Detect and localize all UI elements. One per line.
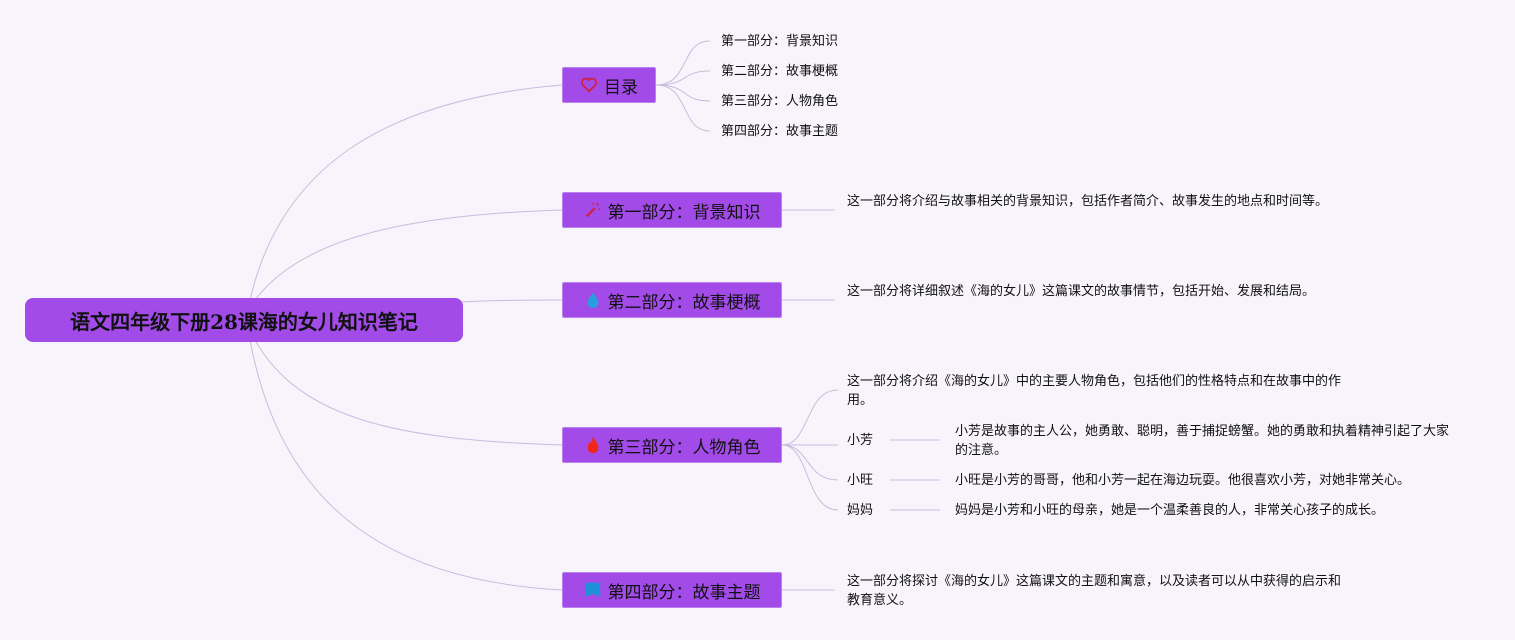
branch-part2[interactable]: 第二部分：故事梗概 bbox=[562, 282, 782, 318]
red-flame-icon bbox=[587, 436, 598, 454]
branch-label: 第三部分：人物角色 bbox=[607, 437, 761, 458]
branch-label: 第二部分：故事梗概 bbox=[607, 292, 761, 313]
part4-text: 这一部分将探讨《海的女儿》这篇课文的主题和寓意，以及读者可以从中获得的启示和教育… bbox=[847, 574, 1342, 608]
root-node[interactable]: 语文四年级下册28课海的女儿知识笔记 bbox=[25, 298, 463, 342]
part3-text: 这一部分将介绍《海的女儿》中的主要人物角色，包括他们的性格特点和在故事中的作用。 bbox=[847, 374, 1342, 408]
character-name[interactable]: 小旺 bbox=[847, 473, 874, 488]
magic-wand-icon bbox=[585, 202, 600, 218]
part1-text: 这一部分将介绍与故事相关的背景知识，包括作者简介、故事发生的地点和时间等。 bbox=[847, 194, 1329, 209]
heart-icon bbox=[580, 77, 598, 93]
branch-label: 目录 bbox=[604, 77, 638, 98]
branch-toc[interactable]: 目录 bbox=[562, 67, 656, 103]
character-desc: 妈妈是小芳和小旺的母亲，她是一个温柔善良的人，非常关心孩子的成长。 bbox=[955, 503, 1385, 518]
branch-part3[interactable]: 第三部分：人物角色 bbox=[562, 427, 782, 463]
toc-item[interactable]: 第四部分：故事主题 bbox=[721, 124, 839, 139]
branch-label: 第一部分：背景知识 bbox=[607, 202, 761, 223]
character-desc: 小芳是故事的主人公，她勇敢、聪明，善于捕捉螃蟹。她的勇敢和执着精神引起了大家的注… bbox=[955, 424, 1450, 458]
toc-item[interactable]: 第二部分：故事梗概 bbox=[721, 64, 839, 79]
branch-part1[interactable]: 第一部分：背景知识 bbox=[562, 192, 782, 228]
part2-text: 这一部分将详细叙述《海的女儿》这篇课文的故事情节，包括开始、发展和结局。 bbox=[847, 284, 1316, 299]
root-title: 语文四年级下册28课海的女儿知识笔记 bbox=[70, 309, 418, 334]
branch-part4[interactable]: 第四部分：故事主题 bbox=[562, 572, 782, 608]
toc-item[interactable]: 第三部分：人物角色 bbox=[721, 94, 839, 109]
character-name[interactable]: 妈妈 bbox=[847, 503, 874, 518]
flag-icon bbox=[585, 582, 600, 598]
branch-label: 第四部分：故事主题 bbox=[607, 582, 761, 603]
blue-flame-icon bbox=[587, 292, 598, 309]
character-desc: 小旺是小芳的哥哥，他和小芳一起在海边玩耍。他很喜欢小芳，对她非常关心。 bbox=[955, 473, 1411, 488]
character-name[interactable]: 小芳 bbox=[847, 433, 874, 448]
toc-item[interactable]: 第一部分：背景知识 bbox=[721, 34, 839, 49]
